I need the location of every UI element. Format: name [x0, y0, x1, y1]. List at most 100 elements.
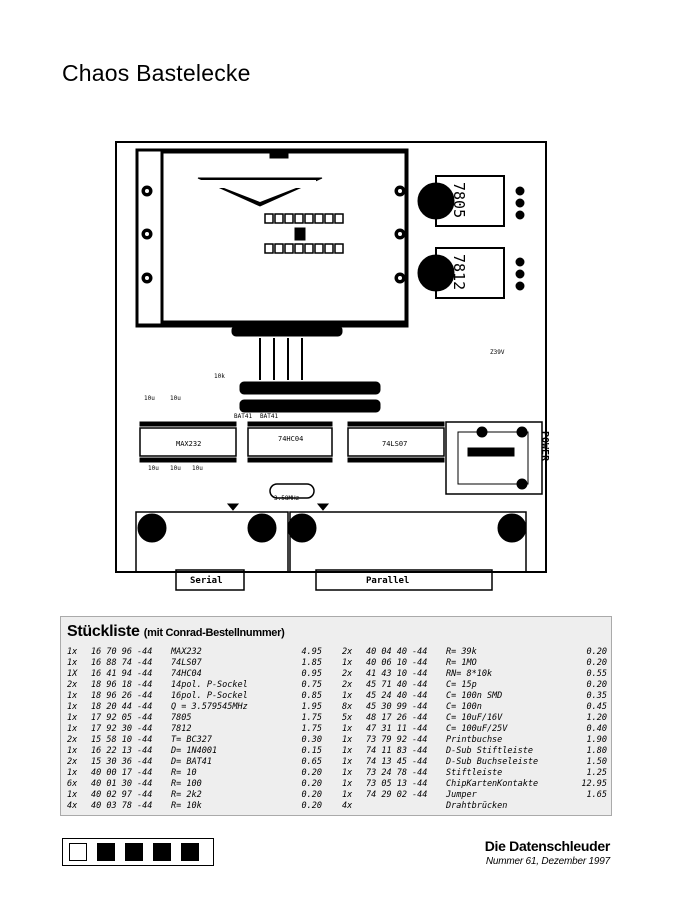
- part-qty: 1x: [342, 768, 353, 778]
- part-price: 4.95: [301, 647, 322, 657]
- part-order-code: 48 17 26 -44: [366, 713, 428, 723]
- part-description: D-Sub Stiftleiste: [446, 746, 533, 756]
- cap-label-1: 10u: [144, 395, 155, 402]
- cap-label-4: 10u: [170, 465, 181, 472]
- part-order-code: 16 88 74 -44: [91, 658, 153, 668]
- regulator-label-7805: 7805: [450, 182, 468, 218]
- part-qty: 2x: [67, 680, 78, 690]
- part-order-code: 74 11 83 -44: [366, 746, 428, 756]
- part-qty: 5x: [342, 713, 353, 723]
- part-description: MAX232: [171, 647, 202, 657]
- part-price: 0.65: [301, 757, 322, 767]
- part-price: 0.45: [586, 702, 607, 712]
- part-order-code: 16 70 96 -44: [91, 647, 153, 657]
- part-qty: 1x: [342, 724, 353, 734]
- part-qty: 1x: [67, 724, 78, 734]
- part-description: 74LS07: [171, 658, 202, 668]
- part-description: R= 2k2: [171, 790, 202, 800]
- zener-label: Z39V: [490, 349, 505, 356]
- part-qty: 4x: [67, 801, 78, 811]
- part-order-code: 40 03 78 -44: [91, 801, 153, 811]
- parts-column-left: 1x 16 70 96 -44 MAX232 4.95 1x 16 88 74 -44 74…: [67, 647, 322, 812]
- part-price: 12.95: [581, 779, 607, 789]
- cap-label-2: 10u: [170, 395, 181, 402]
- part-qty: 8x: [342, 702, 353, 712]
- part-price: 0.20: [301, 779, 322, 789]
- part-description: 7812: [171, 724, 192, 734]
- power-label: POWER: [539, 431, 550, 462]
- part-order-code: 18 96 18 -44: [91, 680, 153, 690]
- diode-label-1: BAT41: [234, 413, 252, 420]
- part-order-code: 40 06 10 -44: [366, 658, 428, 668]
- part-description: 7805: [171, 713, 192, 723]
- part-price: 0.15: [301, 746, 322, 756]
- part-qty: 1X: [67, 669, 78, 679]
- part-description: D-Sub Buchseleiste: [446, 757, 539, 767]
- marker-box-filled: [153, 843, 171, 861]
- part-qty: 1x: [67, 768, 78, 778]
- part-description: 16pol. P-Sockel: [171, 691, 248, 701]
- part-qty: 1x: [342, 757, 353, 767]
- marker-box-filled: [97, 843, 115, 861]
- crystal-label: 3.58MHz: [274, 495, 300, 502]
- part-price: 1.85: [301, 658, 322, 668]
- part-order-code: 40 00 17 -44: [91, 768, 153, 778]
- part-order-code: 40 01 30 -44: [91, 779, 153, 789]
- part-qty: 1x: [342, 779, 353, 789]
- part-order-code: 73 05 13 -44: [366, 779, 428, 789]
- ic3-label: 74LS07: [382, 440, 407, 448]
- part-qty: 1x: [67, 691, 78, 701]
- part-price: 0.20: [586, 680, 607, 690]
- part-description: R= 10: [171, 768, 197, 778]
- part-order-code: 16 41 94 -44: [91, 669, 153, 679]
- part-qty: 1x: [342, 658, 353, 668]
- part-description: 14pol. P-Sockel: [171, 680, 248, 690]
- part-price: 0.75: [301, 680, 322, 690]
- part-price: 1.95: [301, 702, 322, 712]
- part-price: 0.20: [586, 647, 607, 657]
- part-order-code: 74 29 02 -44: [366, 790, 428, 800]
- part-price: 1.75: [301, 713, 322, 723]
- part-description: Jumper: [446, 790, 477, 800]
- part-price: 1.25: [586, 768, 607, 778]
- part-qty: 1x: [342, 735, 353, 745]
- diode-label-2: BAT41: [260, 413, 278, 420]
- part-order-code: 41 43 10 -44: [366, 669, 428, 679]
- part-price: 0.85: [301, 691, 322, 701]
- part-description: Q = 3.579545MHz: [171, 702, 248, 712]
- part-qty: 2x: [342, 680, 353, 690]
- part-description: D= 1N4001: [171, 746, 218, 756]
- part-description: C= 100n SMD: [446, 691, 503, 701]
- cap-label-3: 10u: [148, 465, 159, 472]
- part-description: Printbuchse: [446, 735, 503, 745]
- part-order-code: 18 20 44 -44: [91, 702, 153, 712]
- part-qty: 2x: [342, 647, 353, 657]
- ic2-label: 74HC04: [278, 435, 303, 443]
- part-order-code: 73 24 78 -44: [366, 768, 428, 778]
- part-qty: 4x: [342, 801, 353, 811]
- parts-list: Stückliste (mit Conrad-Bestellnummer) 1x…: [60, 616, 612, 816]
- part-qty: 1x: [67, 713, 78, 723]
- part-qty: 2x: [67, 757, 78, 767]
- part-description: C= 100uF/25V: [446, 724, 508, 734]
- part-description: C= 100n: [446, 702, 482, 712]
- part-description: D= BAT41: [171, 757, 212, 767]
